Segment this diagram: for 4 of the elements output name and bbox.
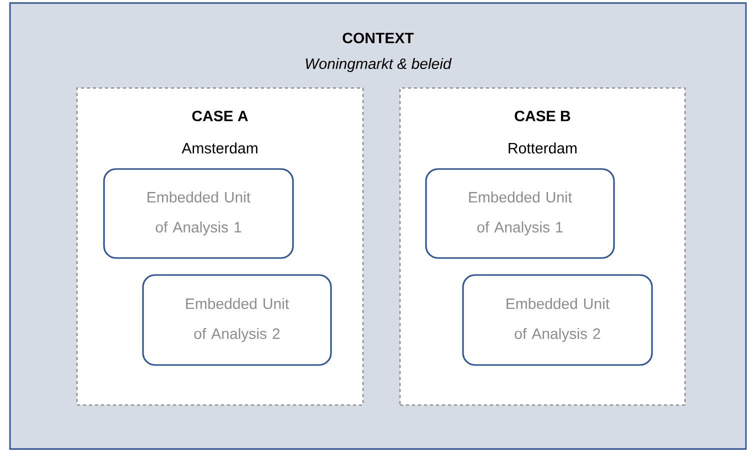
- unit-box: Embedded Unit of Analysis 1: [425, 168, 615, 259]
- unit-box: Embedded Unit of Analysis 2: [142, 274, 332, 366]
- unit-box: Embedded Unit of Analysis 1: [103, 168, 294, 259]
- unit-box: Embedded Unit of Analysis 2: [462, 274, 653, 366]
